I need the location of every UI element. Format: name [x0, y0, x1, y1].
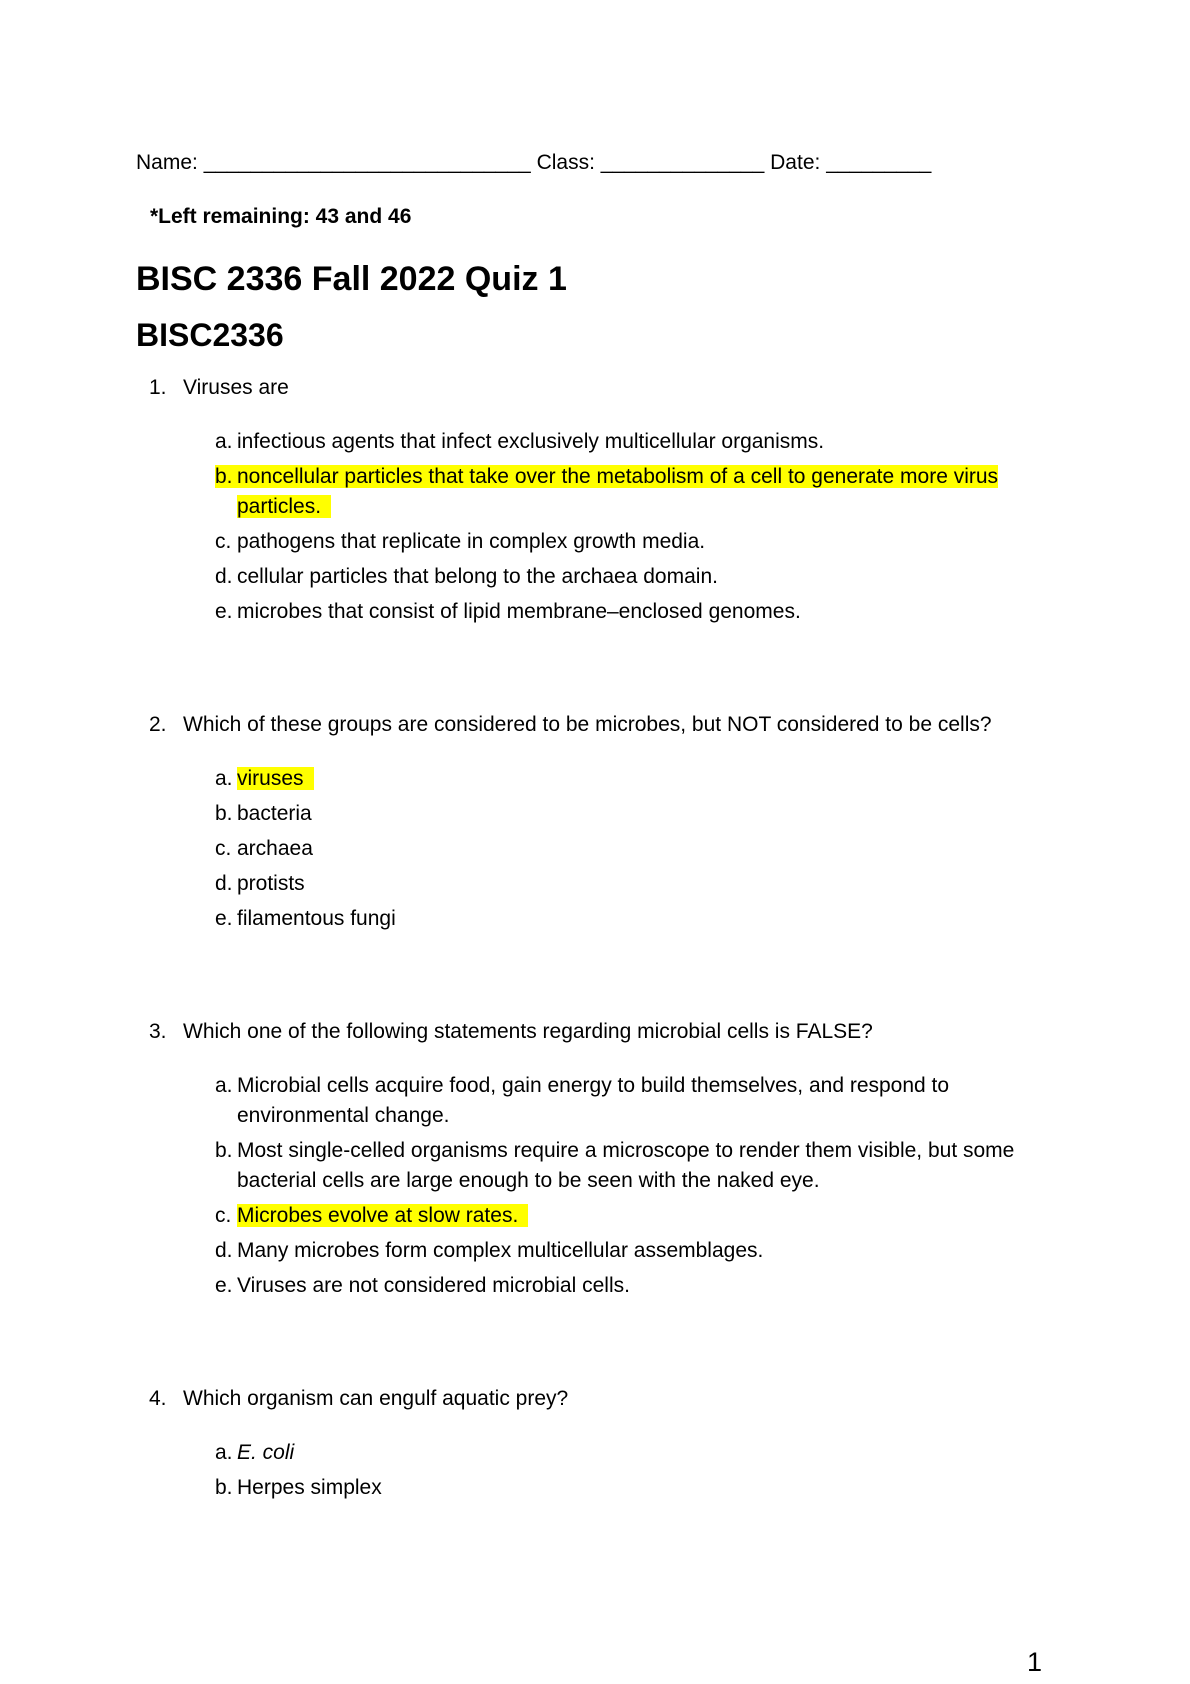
answer-highlight: b.noncellular particles that take over t… — [215, 465, 999, 518]
option-4a: a.E. coli — [215, 1438, 1019, 1468]
question-2: 2. Which of these groups are considered t… — [149, 710, 1082, 740]
option-2d: d.protists — [215, 869, 1019, 899]
option-2c: c.archaea — [215, 834, 1019, 864]
option-2e-text: filamentous fungi — [237, 907, 396, 930]
course-code: BISC2336 — [136, 317, 284, 353]
option-3c-letter: c. — [215, 1204, 232, 1227]
question-4-number: 4. — [149, 1387, 167, 1410]
option-1c: c.pathogens that replicate in complex gr… — [215, 527, 1019, 557]
option-2d-letter: d. — [215, 872, 233, 895]
option-2b: b.bacteria — [215, 799, 1019, 829]
question-1-number: 1. — [149, 376, 167, 399]
question-3: 3. Which one of the following statements … — [149, 1017, 1082, 1047]
option-3e-text: Viruses are not considered microbial cel… — [237, 1274, 630, 1297]
note-left-remaining: *Left remaining: 43 and 46 — [150, 205, 412, 228]
option-1e-text: microbes that consist of lipid membrane–… — [237, 600, 801, 623]
option-2d-text: protists — [237, 872, 305, 895]
option-4a-letter: a. — [215, 1441, 233, 1464]
option-4b-letter: b. — [215, 1476, 233, 1499]
option-1a: a.infectious agents that infect exclusiv… — [215, 427, 1019, 457]
option-1c-text: pathogens that replicate in complex grow… — [237, 530, 706, 553]
question-block-1: 1. Viruses are a.infectious agents that i… — [136, 373, 1190, 627]
name-label: Name: — [136, 151, 198, 174]
option-2a: a.viruses — [215, 764, 1019, 794]
option-3b-text: Most single-celled organisms require a m… — [237, 1139, 1015, 1192]
option-1c-letter: c. — [215, 530, 232, 553]
header-line: Name: ____________________________ Class… — [136, 148, 1190, 178]
question-block-3: 3. Which one of the following statements … — [136, 1017, 1190, 1301]
option-1d: d.cellular particles that belong to the … — [215, 562, 1019, 592]
date-blank: _________ — [826, 151, 932, 174]
option-1d-text: cellular particles that belong to the ar… — [237, 565, 718, 588]
question-4: 4. Which organism can engulf aquatic prey… — [149, 1384, 1082, 1414]
question-4-text: Which organism can engulf aquatic prey? — [183, 1387, 569, 1410]
question-block-4: 4. Which organism can engulf aquatic prey… — [136, 1384, 1190, 1503]
option-4b: b.Herpes simplex — [215, 1473, 1019, 1503]
option-2b-letter: b. — [215, 802, 233, 825]
option-2a-letter: a. — [215, 767, 233, 790]
option-1e: e.microbes that consist of lipid membran… — [215, 597, 1019, 627]
question-2-number: 2. — [149, 713, 167, 736]
option-1d-letter: d. — [215, 565, 233, 588]
option-1a-text: infectious agents that infect exclusivel… — [237, 430, 825, 453]
answer-highlight: viruses — [237, 767, 314, 790]
option-3d-text: Many microbes form complex multicellular… — [237, 1239, 764, 1262]
option-4a-text: E. coli — [237, 1441, 295, 1464]
option-2b-text: bacteria — [237, 802, 312, 825]
question-2-text: Which of these groups are considered to … — [183, 713, 992, 736]
option-3e: e.Viruses are not considered microbial c… — [215, 1271, 1019, 1301]
class-label: Class: — [536, 151, 595, 174]
quiz-title: BISC 2336 Fall 2022 Quiz 1 — [136, 260, 567, 298]
question-3-number: 3. — [149, 1020, 167, 1043]
answer-highlight: Microbes evolve at slow rates. — [237, 1204, 529, 1227]
option-3e-letter: e. — [215, 1274, 233, 1297]
question-1: 1. Viruses are — [149, 373, 1082, 403]
option-4b-text: Herpes simplex — [237, 1476, 382, 1499]
option-2e: e.filamentous fungi — [215, 904, 1019, 934]
option-2e-letter: e. — [215, 907, 233, 930]
question-1-text: Viruses are — [183, 376, 289, 399]
date-label: Date: — [770, 151, 821, 174]
option-3a-text: Microbial cells acquire food, gain energ… — [237, 1074, 950, 1127]
option-1b: b.noncellular particles that take over t… — [215, 462, 1019, 522]
option-2c-letter: c. — [215, 837, 232, 860]
option-3a-letter: a. — [215, 1074, 233, 1097]
option-2c-text: archaea — [237, 837, 313, 860]
option-1b-letter: b. — [215, 465, 233, 488]
option-3d-letter: d. — [215, 1239, 233, 1262]
option-1a-letter: a. — [215, 430, 233, 453]
option-3b: b.Most single-celled organisms require a… — [215, 1136, 1019, 1196]
question-3-text: Which one of the following statements re… — [183, 1020, 873, 1043]
option-1e-letter: e. — [215, 600, 233, 623]
question-block-2: 2. Which of these groups are considered t… — [136, 710, 1190, 934]
option-3a: a.Microbial cells acquire food, gain ene… — [215, 1071, 1019, 1131]
option-3d: d.Many microbes form complex multicellul… — [215, 1236, 1019, 1266]
option-3b-letter: b. — [215, 1139, 233, 1162]
class-blank: ______________ — [600, 151, 765, 174]
name-blank: ____________________________ — [203, 151, 531, 174]
page-number: 1 — [1026, 1647, 1042, 1677]
option-3c: c.Microbes evolve at slow rates. — [215, 1201, 1019, 1231]
option-1b-text: noncellular particles that take over the… — [237, 465, 999, 518]
